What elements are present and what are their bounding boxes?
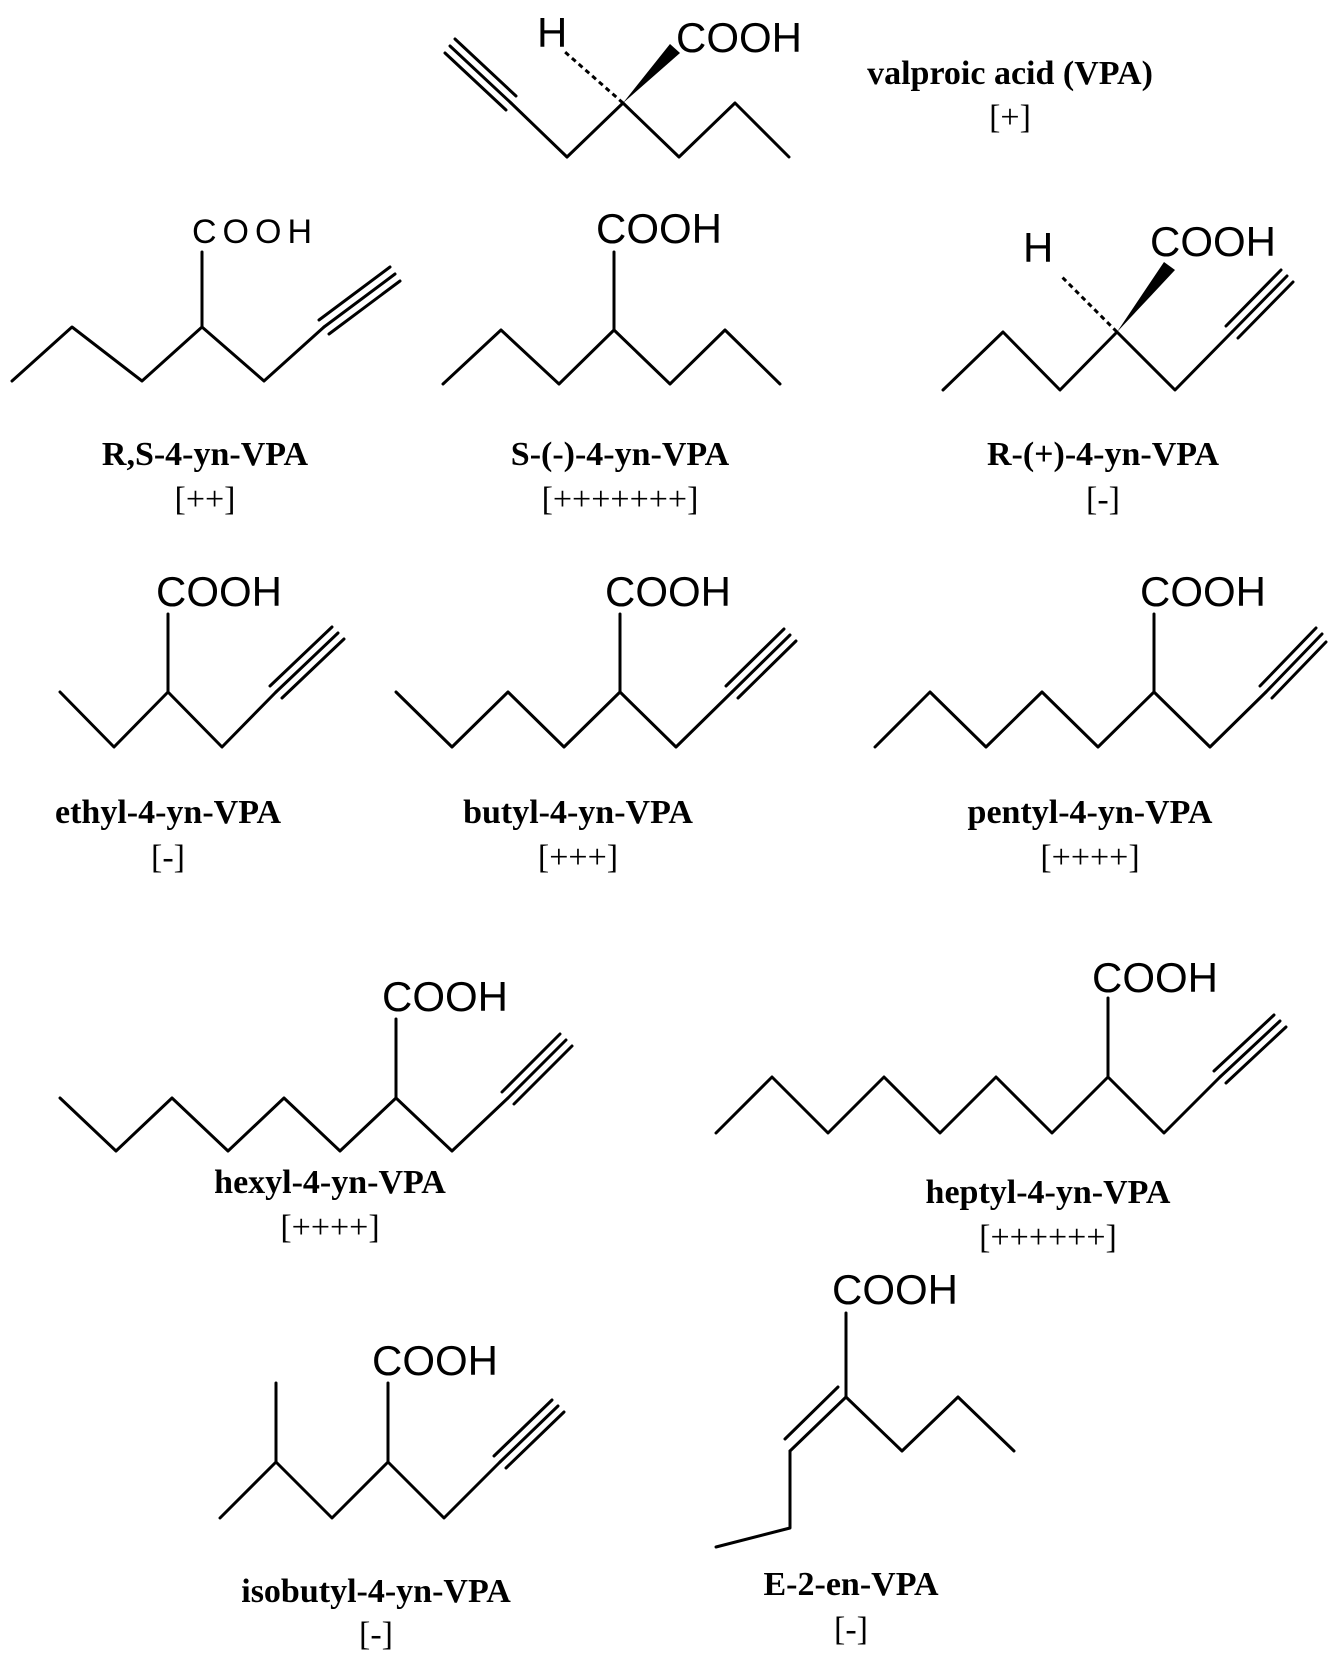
bond-triple [1258,626,1318,688]
atom-cooh: COOH [192,213,318,251]
bond-chain [10,325,326,383]
bond-chain [218,1460,502,1520]
bond-triple [443,51,508,112]
bond-triple [1224,268,1283,328]
structure-s-4-yn-vpa: COOH [441,205,782,386]
activity-s-4-yn-vpa: [+++++++] [542,481,699,518]
bond-hash [564,50,624,105]
bond [509,101,569,159]
compound-name-s-4-yn-vpa: S-(-)-4-yn-VPA [511,436,730,473]
activity-isobutyl-4-yn-vpa: [-] [359,1616,393,1653]
bond-triple [1224,1025,1288,1085]
compound-name-vpa: valproic acid (VPA) [867,55,1153,92]
bond-wedge [623,44,680,103]
bond-triple [280,637,346,700]
bond-chain [714,1449,792,1549]
bond-chain [58,1096,510,1153]
atom-cooh: COOH [676,14,802,61]
atom-cooh: COOH [382,973,508,1020]
structure-e-2-en-vpa: COOH [714,1266,1016,1549]
compound-name-ethyl-4-yn-vpa: ethyl-4-yn-VPA [55,794,281,831]
structure-pentyl-4-yn-vpa: COOH [873,568,1328,749]
bond-triple [730,633,792,694]
activity-hexyl-4-yn-vpa: [++++] [280,1209,379,1246]
activity-r-4-yn-vpa: [-] [1086,481,1120,518]
bond-triple [274,631,340,694]
compound-name-heptyl-4-yn-vpa: heptyl-4-yn-VPA [926,1174,1171,1211]
bond-double [783,1385,840,1441]
atom-cooh: COOH [1140,568,1266,615]
activity-ethyl-4-yn-vpa: [-] [151,839,185,876]
compound-name-pentyl-4-yn-vpa: pentyl-4-yn-VPA [968,794,1213,831]
bond-chain [873,690,1268,749]
compound-name-rs-4-yn-vpa: R,S-4-yn-VPA [102,436,309,473]
bond-triple [724,627,786,688]
bond-triple [1270,640,1328,700]
atom-cooh: COOH [832,1266,958,1313]
structure-ethyl-4-yn-vpa: COOH [58,568,346,749]
compound-name-e-2-en-vpa: E-2-en-VPA [764,1566,939,1603]
atom-cooh: COOH [372,1337,498,1384]
bond-chain [565,101,791,159]
structure-hexyl-4-yn-vpa: COOH [58,973,574,1153]
bond-triple [317,265,392,322]
bond-triple [453,37,518,98]
bond-triple [1212,1013,1276,1073]
bond-triple [1230,274,1289,334]
bond-chain [58,690,278,749]
structure-butyl-4-yn-vpa: COOH [394,568,798,749]
bond-triple [268,625,334,688]
bond-triple [736,639,798,700]
bond-chain [394,690,734,749]
bond-triple [500,1032,562,1094]
structure-isobutyl-4-yn-vpa: COOH [218,1337,566,1520]
atom-cooh: COOH [596,205,722,252]
activity-rs-4-yn-vpa: [++] [175,481,236,518]
compound-name-isobutyl-4-yn-vpa: isobutyl-4-yn-VPA [241,1573,511,1610]
activity-butyl-4-yn-vpa: [+++] [538,839,618,876]
atom-cooh: COOH [605,568,731,615]
structure-heptyl-4-yn-vpa: COOH [714,954,1288,1135]
bond-triple [327,279,402,336]
compound-name-butyl-4-yn-vpa: butyl-4-yn-VPA [463,794,693,831]
compound-name-r-4-yn-vpa: R-(+)-4-yn-VPA [987,436,1220,473]
bond-chain [441,328,782,386]
bond-chain [714,1075,1222,1135]
bond-triple [322,272,397,329]
bond-triple [506,1038,568,1100]
bond-double [788,1395,848,1453]
bond-wedge [1117,262,1175,332]
bond-triple [1236,280,1295,340]
structure-r-4-yn-vpa: COOH H [941,218,1295,392]
activity-e-2-en-vpa: [-] [834,1611,868,1648]
atom-cooh: COOH [156,568,282,615]
activity-vpa: [+] [989,99,1031,136]
bond-triple [1264,632,1324,694]
bond-triple [492,1398,554,1458]
structure-vpa: COOH H [443,9,802,159]
bond-triple [1218,1019,1282,1079]
atom-cooh: COOH [1092,954,1218,1001]
bond-triple [498,1404,560,1464]
atom-h: H [1023,224,1053,271]
bond-triple [504,1410,566,1470]
bond-hash [1059,274,1119,334]
atom-cooh: COOH [1150,218,1276,265]
activity-pentyl-4-yn-vpa: [++++] [1040,839,1139,876]
bond-chain [941,330,1234,392]
activity-heptyl-4-yn-vpa: [++++++] [979,1219,1117,1256]
atom-h: H [537,9,567,56]
bond-triple [512,1044,574,1106]
compound-name-hexyl-4-yn-vpa: hexyl-4-yn-VPA [214,1164,446,1201]
structure-rs-4-yn-vpa: COOH [10,213,402,383]
bond-triple [448,44,513,105]
bond-chain [844,1395,1016,1453]
